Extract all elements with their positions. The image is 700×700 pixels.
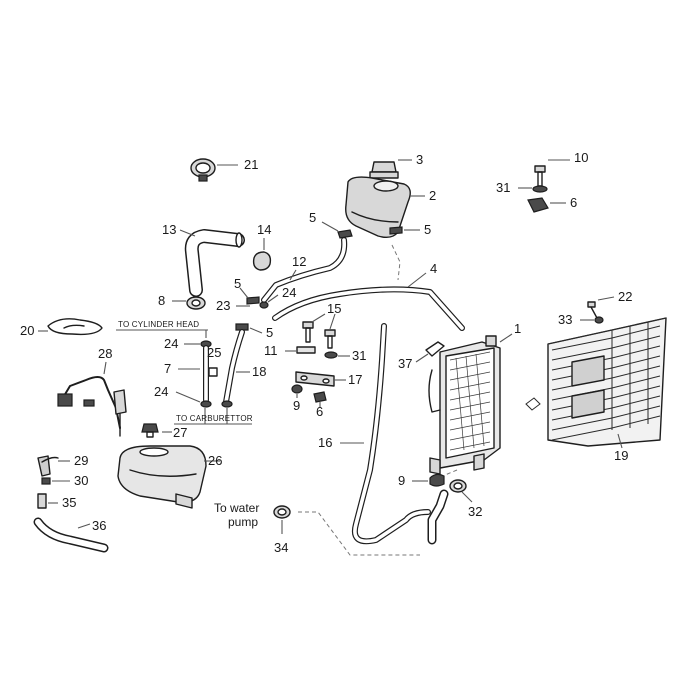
callout-4: 4 [430, 261, 437, 276]
bolt-15-b [324, 329, 336, 349]
callout-31-mid: 31 [352, 348, 366, 363]
callout-9-right: 9 [398, 473, 405, 488]
washer-33 [594, 316, 604, 324]
callout-29: 29 [74, 453, 88, 468]
clip-5-a [337, 229, 353, 239]
reservoir-26 [117, 445, 207, 509]
callout-34: 34 [274, 540, 288, 555]
callout-24-top: 24 [282, 285, 296, 300]
callout-13: 13 [162, 222, 176, 237]
callout-17: 17 [348, 372, 362, 387]
callout-8: 8 [158, 293, 165, 308]
callout-3: 3 [416, 152, 423, 167]
callout-6-top: 6 [570, 195, 577, 210]
cap-27 [141, 423, 159, 438]
clip-5-b [389, 226, 403, 235]
callout-24-mid: 24 [164, 336, 178, 351]
callout-25: 25 [207, 345, 221, 360]
clip-5-c [246, 296, 260, 305]
ring-30 [41, 477, 51, 485]
callout-9-left: 9 [293, 398, 300, 413]
callout-7: 7 [164, 361, 171, 376]
to-cylinder-head-label: TO CYLINDER HEAD [118, 320, 199, 329]
outlet-pipe [427, 489, 449, 545]
callout-12: 12 [292, 254, 306, 269]
bolt-15-a [302, 321, 314, 343]
washer-31-mid [324, 351, 338, 359]
callout-23: 23 [216, 298, 230, 313]
callout-16: 16 [318, 435, 332, 450]
grommet-9-right [429, 473, 445, 487]
clip-37 [425, 341, 445, 357]
long-hose-16 [352, 323, 431, 545]
grommet-9-left [291, 384, 303, 394]
callout-27: 27 [173, 425, 187, 440]
callout-28: 28 [98, 346, 112, 361]
to-water-pump-label-line2: pump [228, 515, 258, 529]
grommet-14 [252, 251, 272, 271]
hose-clamp-21 [190, 158, 216, 182]
nut-6-mid [313, 391, 327, 403]
callout-5-b: 5 [424, 222, 431, 237]
to-water-pump-label-line1: To water [214, 501, 259, 515]
callout-21: 21 [244, 157, 258, 172]
callout-18: 18 [252, 364, 266, 379]
callout-24-low: 24 [154, 384, 168, 399]
fitting-35 [37, 493, 47, 509]
callout-35: 35 [62, 495, 76, 510]
callout-5-a: 5 [309, 210, 316, 225]
fitting-29 [37, 455, 59, 477]
temperature-sensor-wire-28 [57, 376, 127, 437]
callout-37: 37 [398, 356, 412, 371]
expansion-tank-2 [345, 176, 411, 239]
callout-5-d: 5 [266, 325, 273, 340]
clip-5-d [235, 323, 249, 331]
callout-1: 1 [514, 321, 521, 336]
clamp-32 [449, 479, 467, 493]
callout-5-c: 5 [234, 276, 241, 291]
hose-18 [221, 329, 245, 408]
radiator-grille-19 [525, 317, 667, 447]
callout-22: 22 [618, 289, 632, 304]
callout-31-top: 31 [496, 180, 510, 195]
callout-15: 15 [327, 301, 341, 316]
clamp-34 [273, 505, 291, 519]
hose-36 [33, 517, 109, 553]
callout-2: 2 [429, 188, 436, 203]
nut-6-top [527, 197, 549, 213]
screw-22 [587, 301, 598, 319]
spacer-11 [296, 346, 316, 354]
filler-cap-3 [369, 161, 399, 179]
fitting-25 [208, 367, 218, 377]
callout-11: 11 [264, 343, 278, 358]
callout-32: 32 [468, 504, 482, 519]
elbow-hose-13 [184, 229, 245, 297]
callout-26: 26 [208, 453, 222, 468]
to-carburettor-label: TO CARBURETTOR [176, 414, 253, 423]
washer-31-top [532, 185, 548, 193]
radiator-1 [428, 335, 501, 475]
callout-19: 19 [614, 448, 628, 463]
callout-6-mid: 6 [316, 404, 323, 419]
loop-clip-20 [47, 318, 103, 336]
clip-24-low [200, 400, 212, 408]
callout-33: 33 [558, 312, 572, 327]
clamp-8 [186, 296, 206, 310]
callout-10: 10 [574, 150, 588, 165]
clip-24-top [259, 301, 269, 309]
callout-14: 14 [257, 222, 271, 237]
callout-36: 36 [92, 518, 106, 533]
callout-30: 30 [74, 473, 88, 488]
callout-20: 20 [20, 323, 34, 338]
bolt-10 [534, 165, 546, 187]
